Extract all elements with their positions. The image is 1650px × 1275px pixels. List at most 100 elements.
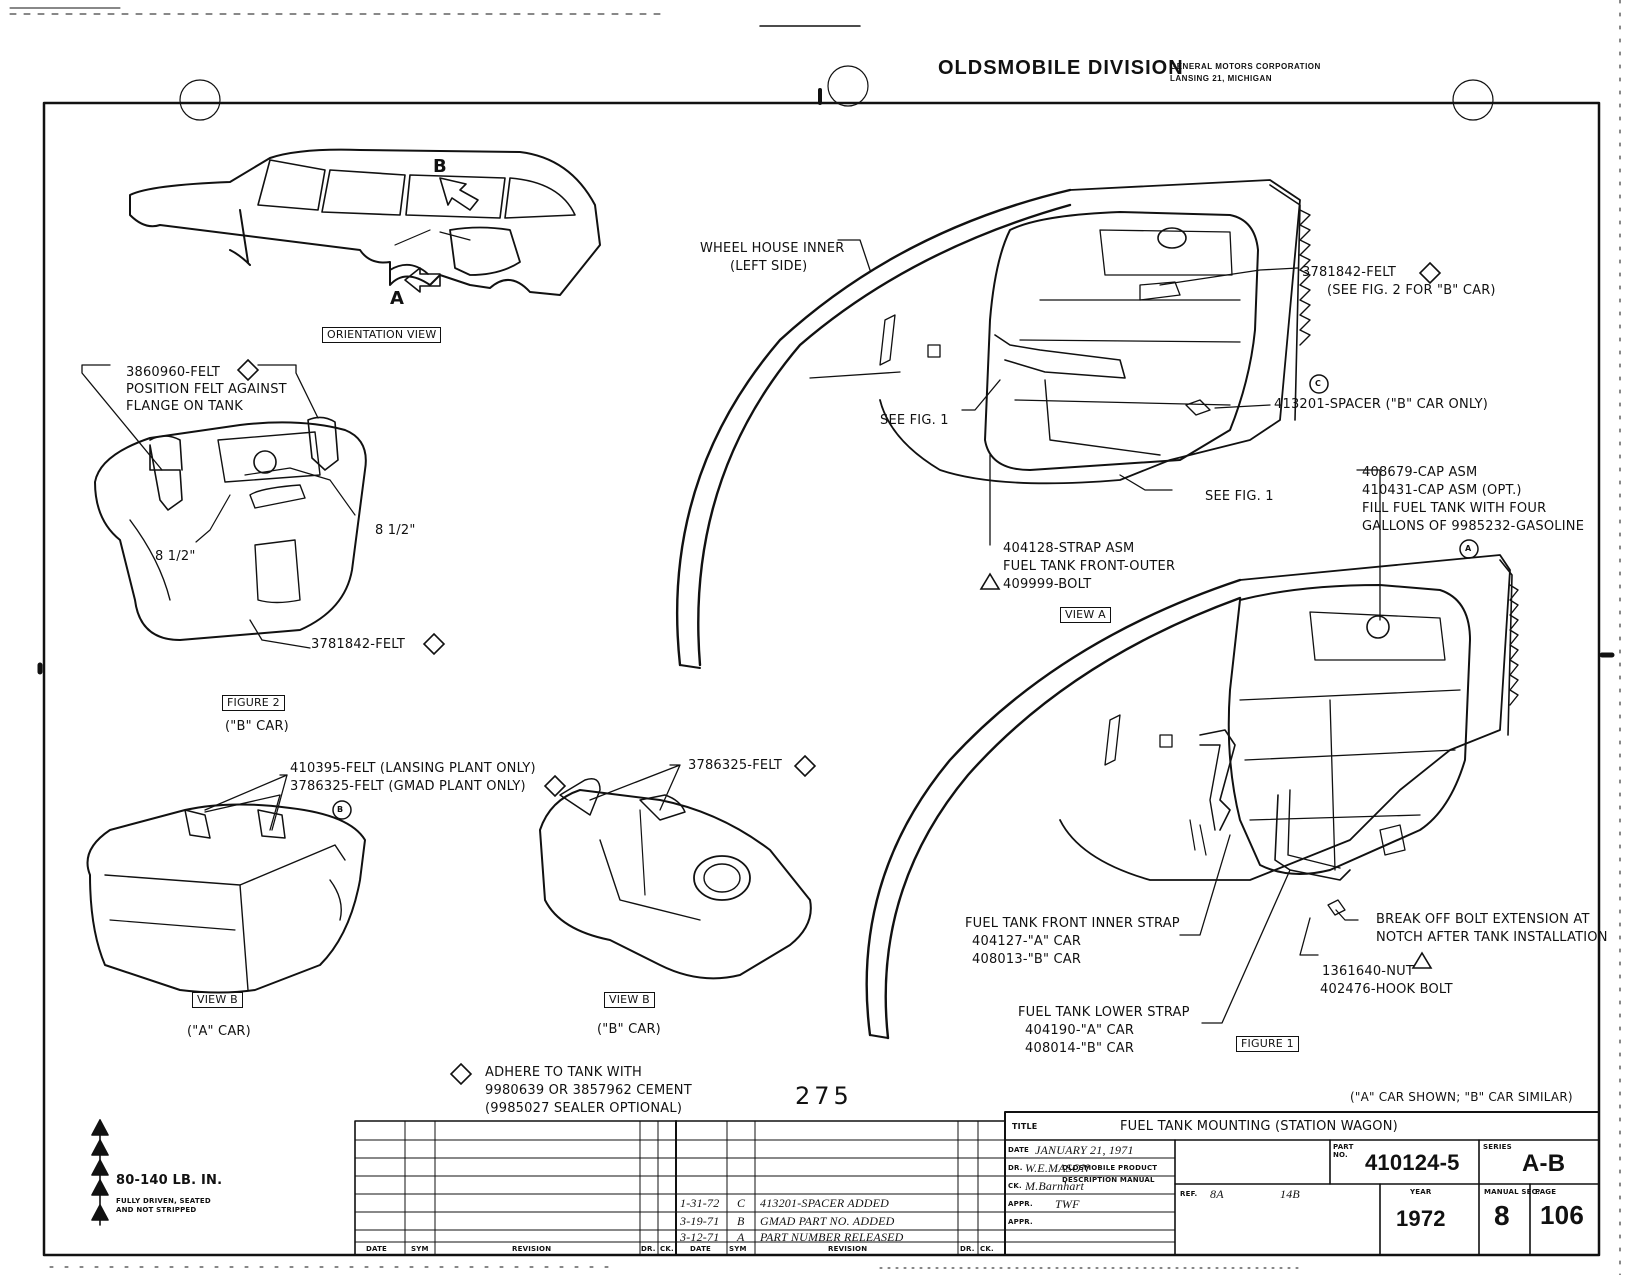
corp-line-1: GENERAL MOTORS CORPORATION	[1170, 62, 1321, 71]
checked-by: M.Barnhart	[1025, 1179, 1084, 1193]
view-b-a-car-tank	[86, 774, 366, 994]
torque-value: 80-140 LB. IN.	[116, 1173, 223, 1188]
view-b-b-car-caption: ("B" CAR)	[597, 1022, 661, 1037]
part-no-label: PART NO.	[1333, 1143, 1354, 1159]
callout-cap-410431: 410431-CAP ASM (OPT.)	[1362, 483, 1522, 498]
circle-a-icon	[1459, 539, 1479, 559]
figure1-label: FIGURE 1	[1236, 1036, 1299, 1052]
ref-value-1: 8A	[1210, 1187, 1224, 1201]
product-line-1: OLDSMOBILE PRODUCT	[1062, 1164, 1158, 1172]
orientation-view-car	[129, 148, 601, 296]
title-label: TITLE	[1012, 1122, 1038, 1131]
page-label: PAGE	[1535, 1188, 1557, 1196]
callout-inner-strap-a: 404127-"A" CAR	[972, 934, 1082, 949]
revision-row-text: GMAD PART NO. ADDED	[760, 1214, 895, 1228]
series-value: A-B	[1522, 1150, 1566, 1177]
rev-header-revision: REVISION	[512, 1245, 552, 1253]
diamond-symbols	[236, 261, 1442, 1086]
callout-gasoline: GALLONS OF 9985232-GASOLINE	[1362, 519, 1585, 534]
circle-b-icon	[332, 800, 352, 820]
figure2-label: FIGURE 2	[222, 695, 285, 711]
view-b-b-car-tank	[539, 764, 812, 980]
product-line-2: DESCRIPTION MANUAL	[1062, 1176, 1155, 1184]
dimension-left: 8 1/2"	[155, 549, 196, 564]
warning-triangle-icon	[1411, 951, 1433, 969]
diamond-a-icon	[236, 358, 260, 382]
drawing-date: JANUARY 21, 1971	[1035, 1143, 1134, 1157]
callout-break-off: BREAK OFF BOLT EXTENSION AT	[1376, 912, 1590, 927]
revision-row-date: 3-12-71	[680, 1230, 720, 1244]
revision-row-sym: C	[737, 1196, 746, 1210]
figure2-tank	[81, 364, 367, 649]
callout-notch: NOTCH AFTER TANK INSTALLATION	[1376, 930, 1608, 945]
division-title: OLDSMOBILE DIVISION	[938, 57, 1184, 79]
orientation-view-label: ORIENTATION VIEW	[322, 327, 442, 343]
diamond-a-icon	[793, 754, 817, 778]
rev-header-dr-2: DR.	[960, 1245, 975, 1253]
ref-label: REF.	[1180, 1190, 1198, 1198]
torque-symbol	[91, 1119, 109, 1226]
view-b-b-car-label: VIEW B	[604, 992, 655, 1008]
adhere-note-2: 9980639 OR 3857962 CEMENT	[485, 1083, 692, 1098]
figure1-tank-and-wheelhouse	[865, 469, 1519, 1040]
callout-lower-strap: FUEL TANK LOWER STRAP	[1018, 1005, 1190, 1020]
date-label: DATE	[1008, 1146, 1030, 1154]
callout-lower-strap-b: 408014-"B" CAR	[1025, 1041, 1135, 1056]
diamond-a-icon	[1418, 261, 1442, 285]
approved-by: TWF	[1055, 1197, 1080, 1211]
revision-row-date: 1-31-72	[680, 1196, 720, 1210]
callout-wheel-house-side: (LEFT SIDE)	[730, 259, 808, 274]
revision-row-sym: A	[737, 1230, 745, 1244]
approved-label: APPR.	[1008, 1200, 1033, 1208]
ref-value-2: 14B	[1280, 1187, 1300, 1201]
callout-position-felt-2: FLANGE ON TANK	[126, 399, 244, 414]
dimension-right: 8 1/2"	[375, 523, 416, 538]
view-a-tank-and-wheelhouse	[675, 179, 1311, 669]
callout-felt-3781842: 3781842-FELT	[1302, 265, 1397, 280]
callout-see-fig1-a: SEE FIG. 1	[880, 413, 949, 428]
callout-lower-strap-a: 404190-"A" CAR	[1025, 1023, 1135, 1038]
torque-note-2: AND NOT STRIPPED	[116, 1206, 197, 1214]
callout-strap-front-outer: FUEL TANK FRONT-OUTER	[1003, 559, 1176, 574]
view-a-label: VIEW A	[1060, 607, 1111, 623]
rev-header-ck: CK.	[660, 1245, 674, 1253]
torque-note-1: FULLY DRIVEN, SEATED	[116, 1197, 211, 1205]
callout-inner-strap-b: 408013-"B" CAR	[972, 952, 1082, 967]
diamond-a-icon	[422, 632, 446, 656]
year-label: YEAR	[1410, 1188, 1432, 1196]
callout-fill-tank: FILL FUEL TANK WITH FOUR	[1362, 501, 1547, 516]
diamond-a-icon	[543, 774, 567, 798]
series-label: SERIES	[1483, 1143, 1512, 1151]
drawing-title: FUEL TANK MOUNTING (STATION WAGON)	[1120, 1119, 1398, 1134]
circle-b-label: B	[337, 805, 344, 814]
view-b-a-car-caption: ("A" CAR)	[187, 1024, 251, 1039]
title-block-lines	[354, 1111, 1600, 1256]
callout-felt-3860960: 3860960-FELT	[126, 365, 221, 380]
arrow-b-label: B	[433, 156, 447, 177]
callout-bolt-409999: 409999-BOLT	[1003, 577, 1092, 592]
page-value: 106	[1540, 1200, 1584, 1230]
callout-see-fig1-b: SEE FIG. 1	[1205, 489, 1274, 504]
binder-hole	[1452, 79, 1494, 121]
diamond-a-icon	[449, 1062, 473, 1086]
approved-label-2: APPR.	[1008, 1218, 1033, 1226]
revision-row-text: 413201-SPACER ADDED	[760, 1196, 890, 1210]
binder-hole	[827, 65, 869, 107]
circle-c-label: C	[1315, 379, 1322, 388]
callout-felt-3786325-gmad: 3786325-FELT (GMAD PLANT ONLY)	[290, 779, 526, 794]
rev-header-date: DATE	[366, 1245, 388, 1253]
checked-by-label: CK.	[1008, 1182, 1022, 1190]
callout-spacer: 413201-SPACER ("B" CAR ONLY)	[1274, 397, 1488, 412]
callout-felt-3781842-note: (SEE FIG. 2 FOR "B" CAR)	[1327, 283, 1496, 298]
revision-row-date: 3-19-71	[680, 1214, 720, 1228]
rev-header-revision-2: REVISION	[828, 1245, 868, 1253]
arrow-a-label: A	[390, 288, 405, 309]
a-car-shown-note: ("A" CAR SHOWN; "B" CAR SIMILAR)	[1350, 1090, 1573, 1104]
drawn-by-label: DR.	[1008, 1164, 1023, 1172]
figure2-car-label: ("B" CAR)	[225, 719, 289, 734]
callout-inner-strap: FUEL TANK FRONT INNER STRAP	[965, 916, 1180, 931]
rev-header-ck-2: CK.	[980, 1245, 994, 1253]
circle-a-label: A	[1465, 544, 1472, 553]
drawn-by: W.E.MASON	[1025, 1161, 1090, 1175]
part-number: 410124-5	[1365, 1150, 1460, 1175]
